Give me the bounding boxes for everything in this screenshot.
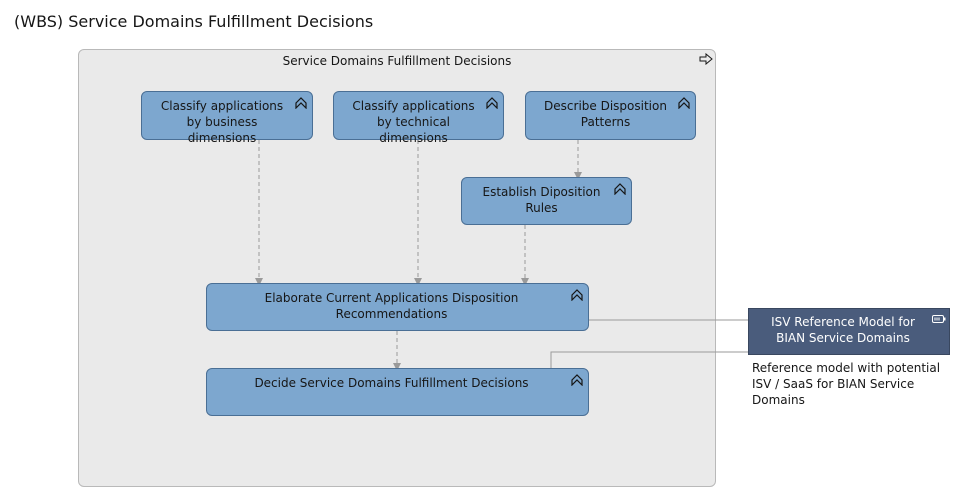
node-decide-fulfillment[interactable]: Decide Service Domains Fulfillment Decis… [206,368,589,416]
chevron-up-icon [571,289,583,301]
node-label: ISV Reference Model for BIAN Service Dom… [771,315,915,345]
chevron-up-icon [678,97,690,109]
chevron-up-icon [571,374,583,386]
node-label: Elaborate Current Applications Dispositi… [264,291,519,321]
node-classify-technical[interactable]: Classify applications by technical dimen… [333,91,504,145]
isv-note: Reference model with potential ISV / Saa… [752,361,941,407]
chevron-up-icon [486,97,498,109]
node-isv-reference-model[interactable]: ISV Reference Model for BIAN Service Dom… [748,308,950,355]
arrow-right-icon [699,53,713,65]
page-title: (WBS) Service Domains Fulfillment Decisi… [14,12,374,31]
node-establish-rules[interactable]: Establish Diposition Rules [461,177,632,225]
node-label: Classify applications by technical dimen… [352,99,475,145]
chevron-up-icon [614,183,626,195]
chevron-up-icon [295,97,307,109]
node-label: Establish Diposition Rules [482,185,601,215]
node-label: Describe Disposition Patterns [544,99,667,129]
node-classify-business[interactable]: Classify applications by business dimens… [141,91,313,145]
component-icon [932,315,946,323]
node-label: Decide Service Domains Fulfillment Decis… [254,376,529,390]
node-label: Classify applications by business dimens… [160,99,284,145]
node-elaborate-recommendations[interactable]: Elaborate Current Applications Dispositi… [206,283,589,331]
group-title: Service Domains Fulfillment Decisions [282,54,512,68]
node-describe-patterns[interactable]: Describe Disposition Patterns [525,91,696,140]
